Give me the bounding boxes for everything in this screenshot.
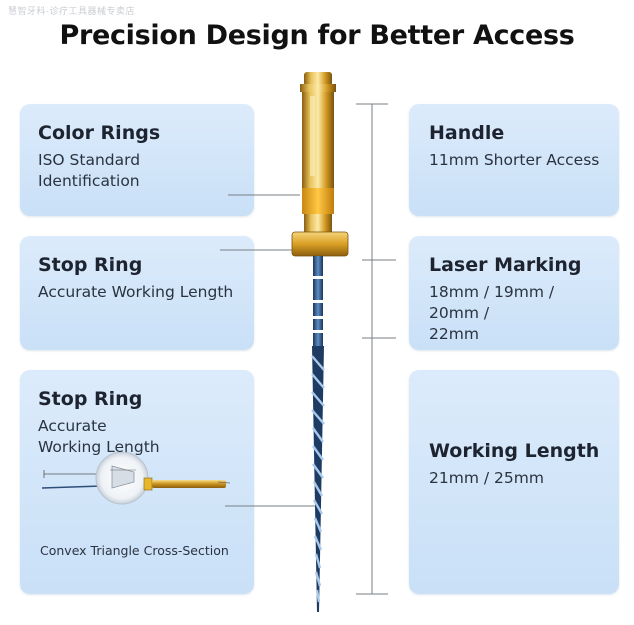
handle-cap [304, 72, 332, 86]
caption-cross-section: Convex Triangle Cross-Section [40, 543, 229, 558]
laser-mark [313, 316, 323, 319]
handle-body [302, 92, 334, 188]
laser-mark [313, 330, 323, 333]
card-heading: Working Length [429, 440, 600, 462]
card-heading: Laser Marking [429, 254, 582, 276]
card-stop-ring-cross-section: Stop Ring Accurate Working Length Convex… [20, 370, 254, 594]
card-text: ISO Standard [38, 151, 141, 169]
card-text: Accurate [38, 417, 107, 435]
watermark: 慧智牙科·诊疗工具器械专卖店 [8, 6, 135, 16]
card-text: Working Length [38, 438, 160, 456]
card-stop-ring: Stop Ring Accurate Working Length [20, 236, 254, 350]
card-text: 18mm / 19mm / 20mm / [429, 283, 555, 322]
card-heading: Color Rings [38, 122, 161, 144]
card-heading: Handle [429, 122, 505, 144]
color-ring [302, 188, 334, 214]
page-title: Precision Design for Better Access [59, 20, 575, 51]
laser-mark [313, 300, 323, 303]
card-text: Accurate Working Length [38, 283, 234, 301]
card-color-rings: Color Rings ISO Standard Identification [20, 104, 254, 216]
card-heading: Stop Ring [38, 254, 143, 276]
stop-ring [291, 231, 349, 257]
card-heading: Stop Ring [38, 388, 143, 410]
card-handle: Handle 11mm Shorter Access [409, 104, 619, 216]
file-spiral-flutes [311, 355, 325, 603]
laser-mark [313, 276, 323, 279]
card-text: 11mm Shorter Access [429, 151, 600, 169]
card-text: 22mm [429, 325, 479, 343]
file-cross-section-illustration [42, 452, 231, 505]
card-text: 21mm / 25mm [429, 469, 544, 487]
card-laser-marking: Laser Marking 18mm / 19mm / 20mm / 22mm [409, 236, 619, 350]
mini-handle [152, 480, 226, 488]
card-working-length: Working Length 21mm / 25mm [409, 370, 619, 594]
card-text: Identification [38, 172, 140, 190]
